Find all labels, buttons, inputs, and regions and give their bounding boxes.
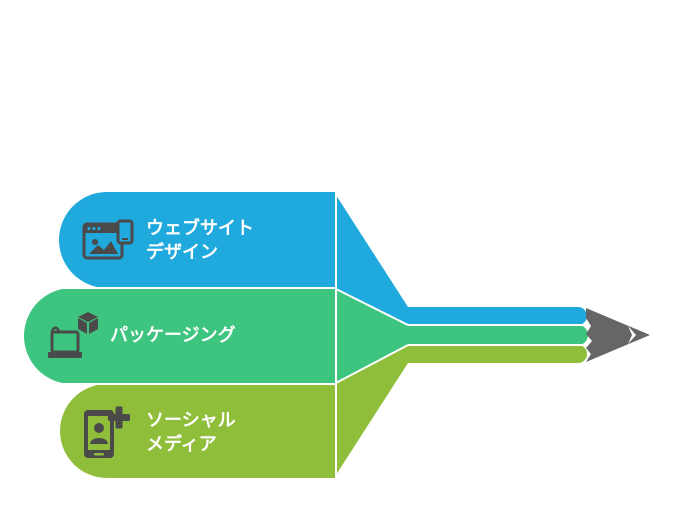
label-social-media-line1: ソーシャル (146, 410, 236, 431)
funnel-blue (334, 192, 408, 325)
label-packaging: パッケージング (110, 324, 236, 346)
pill-packaging (24, 288, 336, 384)
funnel-divider (333, 287, 409, 326)
label-website-design-line1: ウェブサイト (146, 217, 254, 239)
pencil-tip-notch (628, 326, 636, 344)
pencil-stripe-green (408, 325, 588, 345)
pill-social-media (60, 384, 336, 478)
pencil-stripe-blue (408, 307, 587, 325)
pencil-stripe-lime (408, 345, 587, 363)
funnel-divider (333, 344, 409, 385)
social-media-icon (84, 406, 130, 458)
website-design-icon (82, 219, 134, 260)
label-social-media-line2: メディア (146, 433, 217, 455)
label-website-design-line2: デザイン (146, 241, 218, 263)
packaging-icon (48, 312, 98, 358)
pencil-tip (586, 308, 650, 362)
funnel-lime (334, 345, 408, 478)
funnel-green (334, 288, 408, 384)
pill-website-design (59, 192, 336, 288)
